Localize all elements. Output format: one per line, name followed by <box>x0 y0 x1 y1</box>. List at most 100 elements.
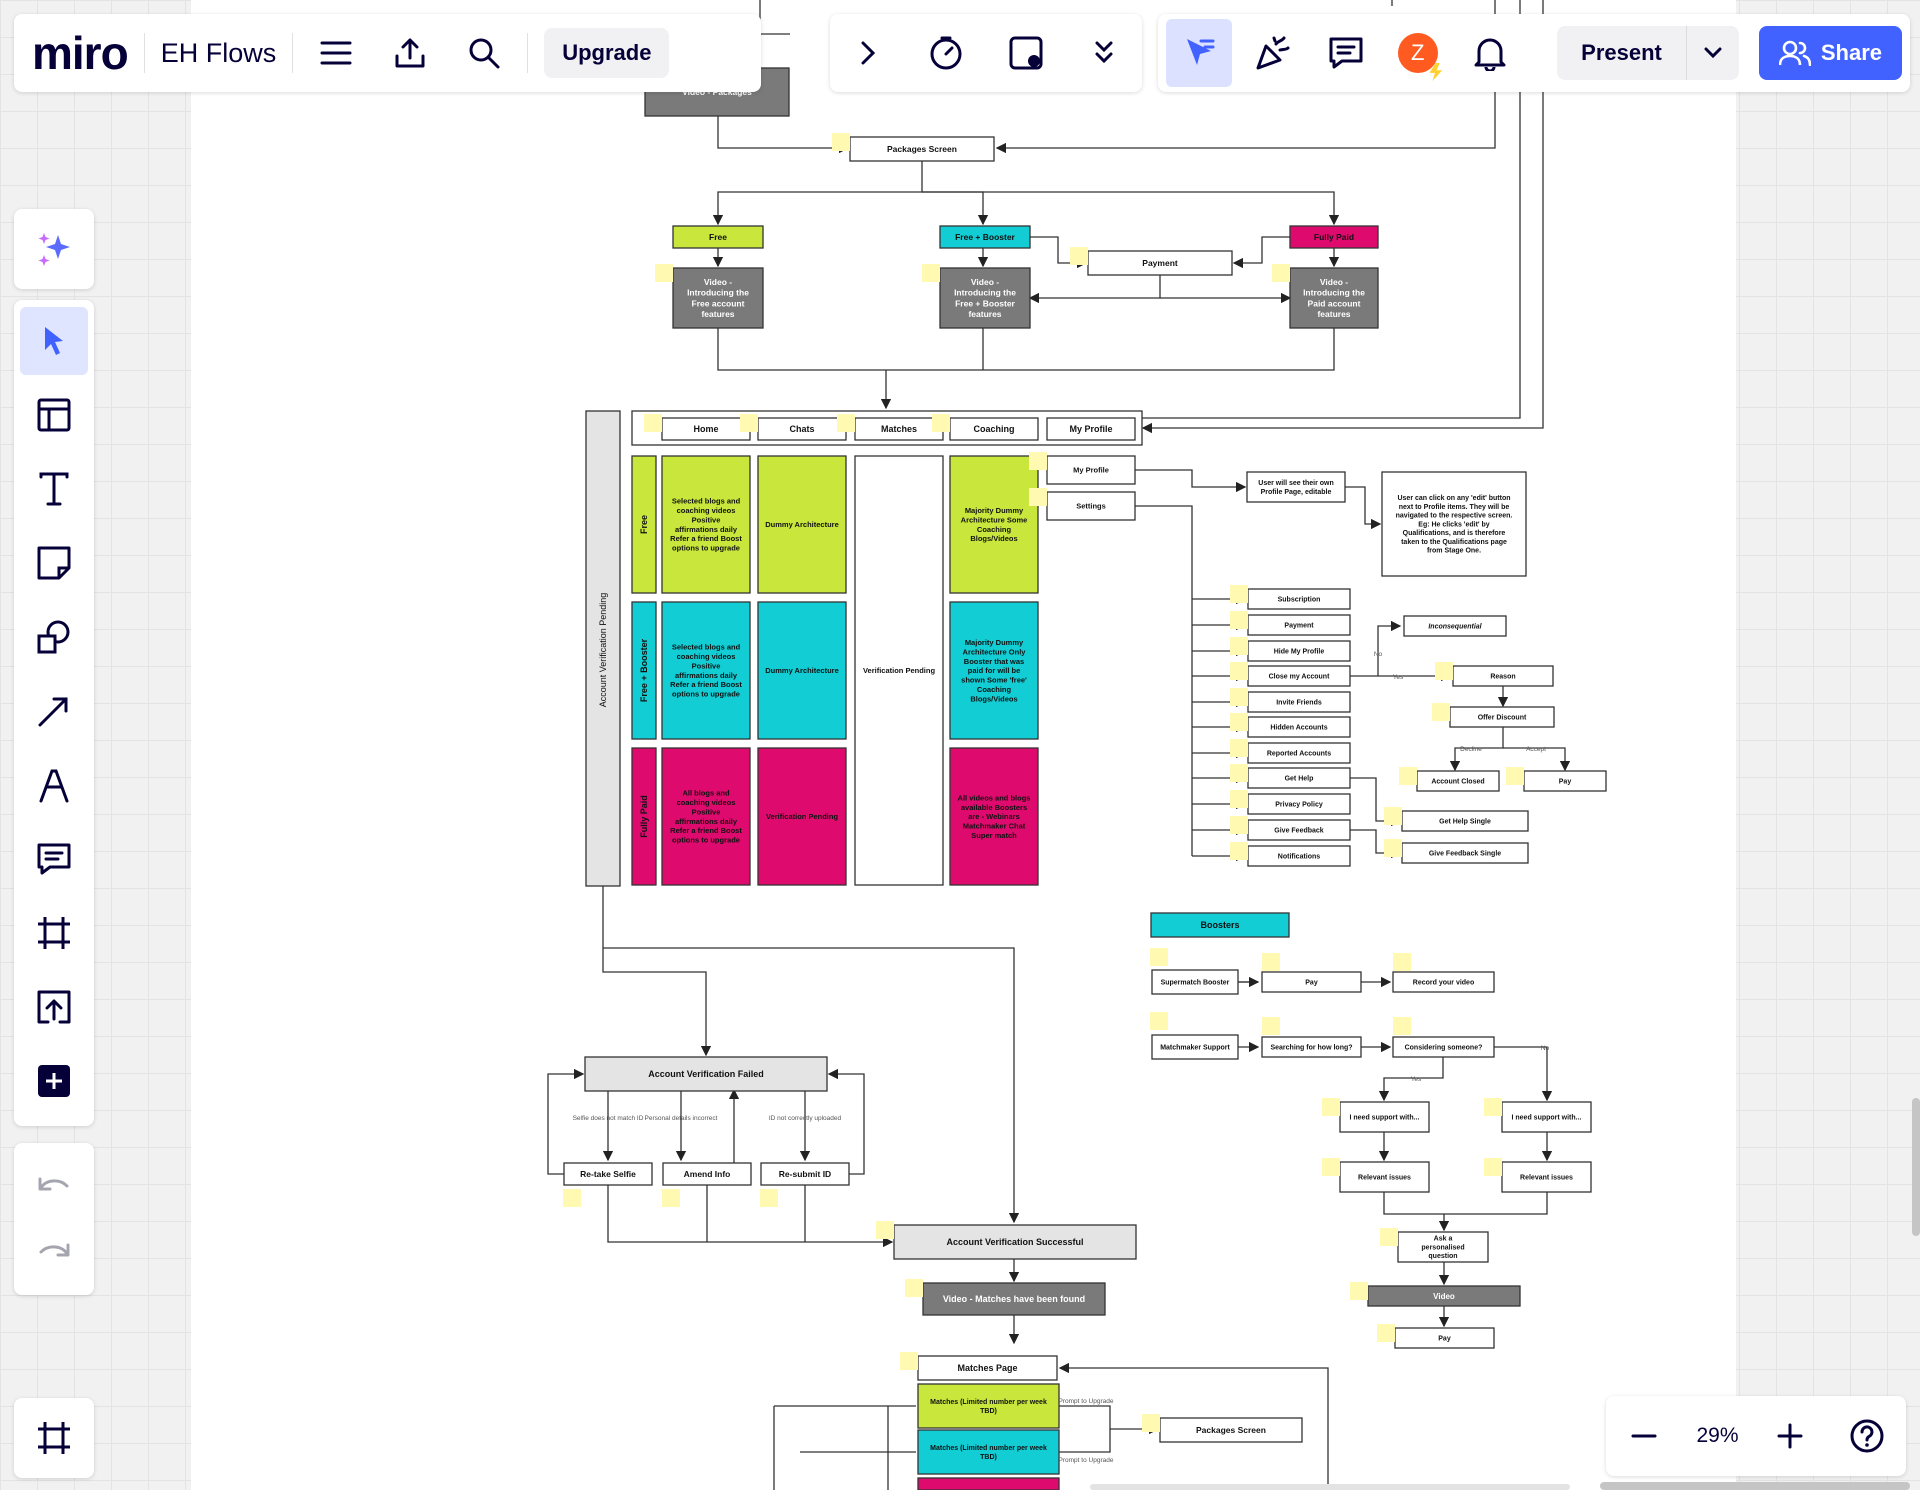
menu-icon[interactable] <box>309 26 363 80</box>
matches-pending-cell[interactable]: Verification Pending <box>854 455 944 886</box>
sticky-note[interactable] <box>876 1221 894 1239</box>
give-feedback-single-node[interactable]: Give Feedback Single <box>1384 839 1529 864</box>
sticky-note[interactable] <box>1322 1098 1340 1116</box>
search-icon[interactable] <box>457 26 511 80</box>
feature-cell[interactable]: Verification Pending <box>757 747 847 886</box>
sticky-note[interactable] <box>1393 1017 1411 1035</box>
amend-info-button[interactable]: Amend Info <box>662 1162 752 1186</box>
sticky-note[interactable] <box>1484 1098 1502 1116</box>
plan-booster-node[interactable]: Free + Booster <box>939 225 1031 249</box>
tab-chats[interactable]: Chats <box>740 414 847 441</box>
user-avatar[interactable]: Z <box>1387 21 1449 85</box>
tab-coaching[interactable]: Coaching <box>932 414 1039 441</box>
sticky-note[interactable] <box>1230 739 1248 757</box>
feature-cell[interactable]: Dummy Architecture <box>757 455 847 594</box>
zoom-level[interactable]: 29% <box>1696 1424 1739 1447</box>
notifications-bell-icon[interactable] <box>1459 21 1521 85</box>
packages-screen-node[interactable]: Packages Screen <box>832 133 995 162</box>
verification-success-node[interactable]: Account Verification Successful <box>876 1221 1137 1260</box>
reactions-pointer-icon[interactable] <box>1166 19 1233 87</box>
connection-line-icon[interactable] <box>20 677 88 745</box>
sticky-note[interactable] <box>1230 585 1248 603</box>
sticky-note[interactable] <box>1484 1158 1502 1176</box>
setting-item[interactable]: Give Feedback <box>1230 816 1351 841</box>
zoom-in-icon[interactable] <box>1765 1411 1815 1461</box>
sticky-note[interactable] <box>1150 948 1168 966</box>
timer-icon[interactable] <box>919 26 973 80</box>
setting-item[interactable]: Get Help <box>1230 764 1351 789</box>
setting-item[interactable]: Payment <box>1230 611 1351 636</box>
sticky-note[interactable] <box>1432 703 1450 721</box>
sticky-note[interactable] <box>760 1189 778 1207</box>
matchmaker-support-node[interactable]: Matchmaker Support <box>1151 1034 1239 1060</box>
sticky-note[interactable] <box>1230 790 1248 808</box>
setting-item[interactable]: Privacy Policy <box>1230 790 1351 815</box>
ai-sparkle-icon[interactable] <box>22 217 86 281</box>
retake-selfie-button[interactable]: Re-take Selfie <box>563 1162 653 1186</box>
help-icon[interactable] <box>1842 1411 1892 1461</box>
sticky-note[interactable] <box>1070 247 1088 265</box>
sticky-note[interactable] <box>1142 1414 1160 1432</box>
sticky-note[interactable] <box>1435 662 1453 680</box>
tab-my-profile[interactable]: My Profile <box>1046 417 1136 441</box>
sticky-note[interactable] <box>740 414 758 432</box>
relevant-issues-node[interactable]: Relevant issues <box>1322 1158 1430 1193</box>
sticky-note[interactable] <box>1230 816 1248 834</box>
settings-node[interactable]: Settings <box>1029 488 1136 521</box>
setting-item[interactable]: Hide My Profile <box>1230 637 1351 662</box>
sticky-note[interactable] <box>1399 767 1417 785</box>
packages-screen-node-2[interactable]: Packages Screen <box>1142 1414 1303 1443</box>
sticky-note[interactable] <box>1029 488 1047 506</box>
boosters-header[interactable]: Boosters <box>1150 912 1290 938</box>
pen-icon[interactable] <box>20 751 88 819</box>
celebrate-icon[interactable] <box>1242 21 1304 85</box>
setting-item[interactable]: Invite Friends <box>1230 688 1351 713</box>
sticky-note[interactable] <box>1230 611 1248 629</box>
upload-icon[interactable] <box>20 973 88 1041</box>
sticky-note[interactable] <box>1230 662 1248 680</box>
sticky-note[interactable] <box>1272 264 1290 282</box>
final-pay-node[interactable]: Pay <box>1377 1324 1495 1349</box>
need-support-node-2[interactable]: I need support with... <box>1484 1098 1592 1133</box>
redo-icon[interactable] <box>24 1227 84 1277</box>
sticky-note[interactable] <box>1380 1228 1398 1246</box>
payment-node[interactable]: Payment <box>1070 247 1233 276</box>
frame-icon[interactable] <box>20 899 88 967</box>
sticky-note[interactable] <box>1230 713 1248 731</box>
present-button[interactable]: Present <box>1581 40 1662 65</box>
sticky-note[interactable] <box>1393 953 1411 971</box>
edit-note[interactable]: User can click on any 'edit' buttonnext … <box>1381 471 1527 577</box>
sticky-note[interactable] <box>1506 767 1524 785</box>
considering-node[interactable]: Considering someone? <box>1392 1036 1495 1058</box>
plan-paid-node[interactable]: Fully Paid <box>1289 225 1379 249</box>
sticky-note[interactable] <box>832 133 850 151</box>
chevron-down-icon[interactable] <box>1687 47 1739 59</box>
record-video-node[interactable]: Record your video <box>1392 971 1495 993</box>
zoom-out-icon[interactable] <box>1619 1411 1669 1461</box>
select-tool-icon[interactable] <box>20 307 88 375</box>
undo-icon[interactable] <box>24 1161 84 1211</box>
comments-icon[interactable] <box>1314 21 1376 85</box>
need-support-node[interactable]: I need support with... <box>1322 1098 1430 1133</box>
chevron-right-icon[interactable] <box>843 26 893 80</box>
inconsequential-node[interactable]: Inconsequential <box>1403 615 1507 637</box>
searching-node[interactable]: Searching for how long? <box>1261 1036 1362 1058</box>
feature-cell[interactable]: Dummy Architecture <box>757 601 847 740</box>
account-closed-node[interactable]: Account Closed <box>1399 767 1500 792</box>
sticky-note[interactable] <box>1150 1012 1168 1030</box>
my-profile-node[interactable]: My Profile <box>1029 452 1136 485</box>
share-button[interactable]: Share <box>1758 26 1903 80</box>
booster-video-node[interactable]: Video <box>1350 1282 1521 1307</box>
vertical-scrollbar[interactable] <box>1912 1098 1920 1236</box>
